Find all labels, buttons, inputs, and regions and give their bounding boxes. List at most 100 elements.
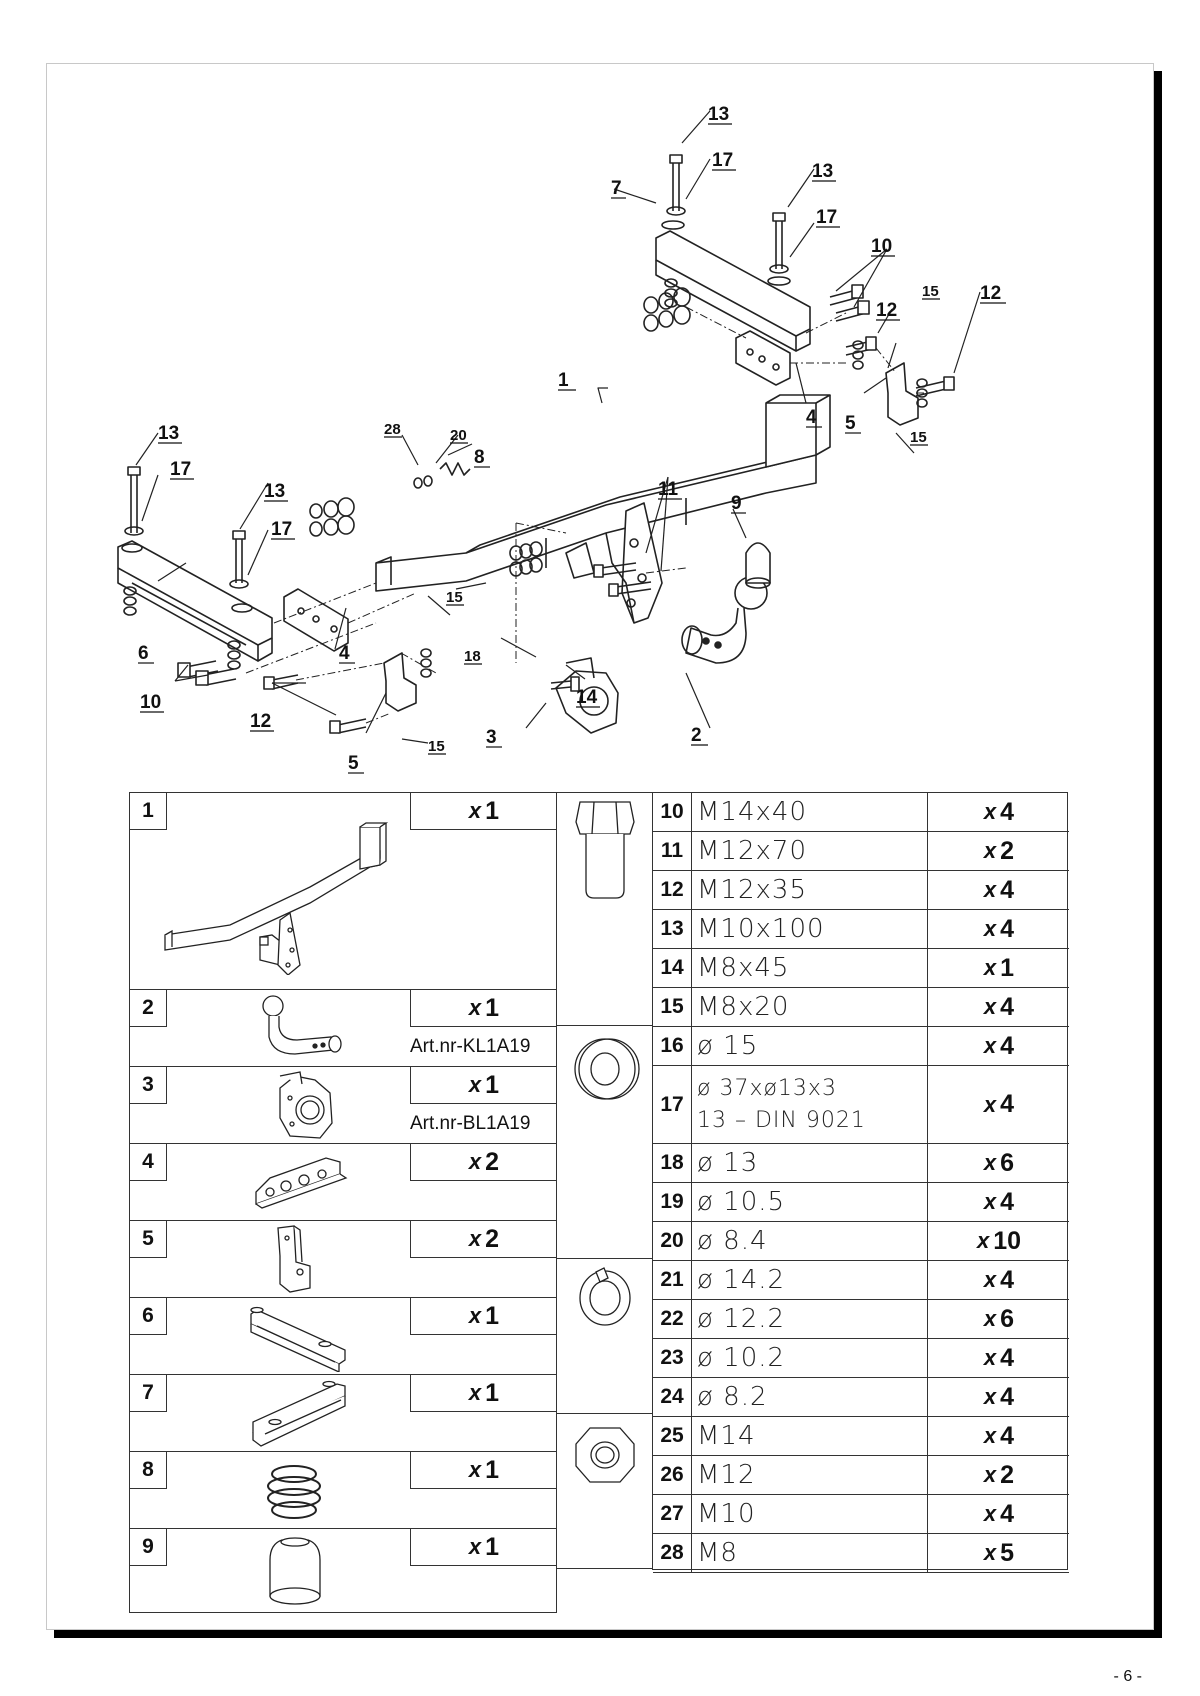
tow-ball-part bbox=[681, 576, 768, 664]
spring-part bbox=[439, 462, 471, 476]
exploded-assembly-diagram: 1 2 3 4 4 5 5 6 7 8 9 10 10 11 12 12 12 … bbox=[117, 104, 1006, 774]
plate-thumbnail bbox=[255, 1157, 348, 1209]
label-13-c: 13 bbox=[708, 104, 729, 125]
spec-size-line: ø 10.5 bbox=[697, 1187, 786, 1217]
label-28: 28 bbox=[384, 421, 401, 438]
spec-size-line: M8x45 bbox=[697, 953, 790, 983]
part-number-1: 1 bbox=[130, 793, 167, 830]
label-13-b: 13 bbox=[264, 481, 285, 502]
hex-nut-icon bbox=[575, 1427, 635, 1483]
spec-number: 21 bbox=[653, 1261, 692, 1299]
long-bolts-13 bbox=[127, 154, 786, 583]
label-14: 14 bbox=[576, 687, 598, 708]
label-5-right: 5 bbox=[845, 413, 856, 434]
label-17-d: 17 bbox=[816, 207, 837, 228]
tow-ball-thumbnail bbox=[262, 995, 342, 1055]
spec-number: 13 bbox=[653, 910, 692, 948]
part-row-9 bbox=[129, 1528, 557, 1613]
left-plate-4 bbox=[283, 588, 349, 652]
label-13-a: 13 bbox=[158, 423, 179, 444]
spec-number: 11 bbox=[653, 832, 692, 870]
label-10-left: 10 bbox=[140, 692, 161, 713]
crossbar-part bbox=[375, 394, 831, 592]
spec-size-line: ø 10.2 bbox=[697, 1343, 786, 1373]
left-side-bracket bbox=[117, 540, 273, 662]
spec-size-line: M8x20 bbox=[697, 992, 790, 1022]
spec-number: 18 bbox=[653, 1144, 692, 1182]
part-number-5: 5 bbox=[130, 1221, 167, 1258]
part-number-9: 9 bbox=[130, 1529, 167, 1566]
part-number-7: 7 bbox=[130, 1375, 167, 1412]
spec-size-line: M14x40 bbox=[697, 797, 807, 827]
spec-number: 17 bbox=[653, 1066, 692, 1143]
flat-washer-icon bbox=[574, 1038, 640, 1100]
spec-size: M12 bbox=[693, 1456, 927, 1494]
spec-size: M14 bbox=[693, 1417, 927, 1455]
label-17-c: 17 bbox=[712, 150, 733, 171]
part-article-3: Art.nr-BL1A19 bbox=[410, 1113, 531, 1134]
label-15-c: 15 bbox=[922, 283, 939, 300]
spec-size: M10 bbox=[693, 1495, 927, 1533]
right-side-bracket bbox=[655, 220, 811, 352]
label-12-right: 12 bbox=[980, 283, 1001, 304]
spec-size-line: ø 12.2 bbox=[697, 1304, 786, 1334]
spec-size: M12x35 bbox=[693, 871, 927, 909]
spec-size: M14x40 bbox=[693, 793, 927, 831]
spec-size-line: M10x100 bbox=[697, 914, 825, 944]
spec-size-line: ø 37xø13x3 bbox=[697, 1075, 837, 1101]
spec-number: 23 bbox=[653, 1339, 692, 1377]
spec-size: M8x45 bbox=[693, 949, 927, 987]
spec-number: 26 bbox=[653, 1456, 692, 1494]
spec-number: 14 bbox=[653, 949, 692, 987]
spec-number: 28 bbox=[653, 1534, 692, 1572]
spec-size-line: M10 bbox=[697, 1499, 756, 1529]
ball-mount-bracket bbox=[565, 502, 663, 624]
spec-number: 27 bbox=[653, 1495, 692, 1533]
label-17-a: 17 bbox=[170, 459, 191, 480]
socket-plate-thumbnail bbox=[279, 1071, 333, 1139]
assembly-guide-lines bbox=[245, 306, 926, 724]
label-9: 9 bbox=[731, 493, 742, 514]
spec-size: ø 10.2 bbox=[693, 1339, 927, 1377]
label-11: 11 bbox=[658, 479, 679, 500]
part-number-3: 3 bbox=[130, 1067, 167, 1104]
left-bracket-thumbnail bbox=[250, 1306, 346, 1372]
spec-size: ø 12.2 bbox=[693, 1300, 927, 1338]
spring-thumbnail bbox=[267, 1465, 321, 1519]
label-5-left: 5 bbox=[348, 753, 359, 774]
washers-17 bbox=[124, 206, 789, 589]
spec-number: 12 bbox=[653, 871, 692, 909]
l-bracket-thumbnail bbox=[277, 1225, 311, 1293]
label-20: 20 bbox=[450, 427, 467, 444]
label-12-left: 12 bbox=[250, 711, 271, 732]
spec-size: ø 10.5 bbox=[693, 1183, 927, 1221]
nut-washer-clusters bbox=[123, 278, 928, 678]
